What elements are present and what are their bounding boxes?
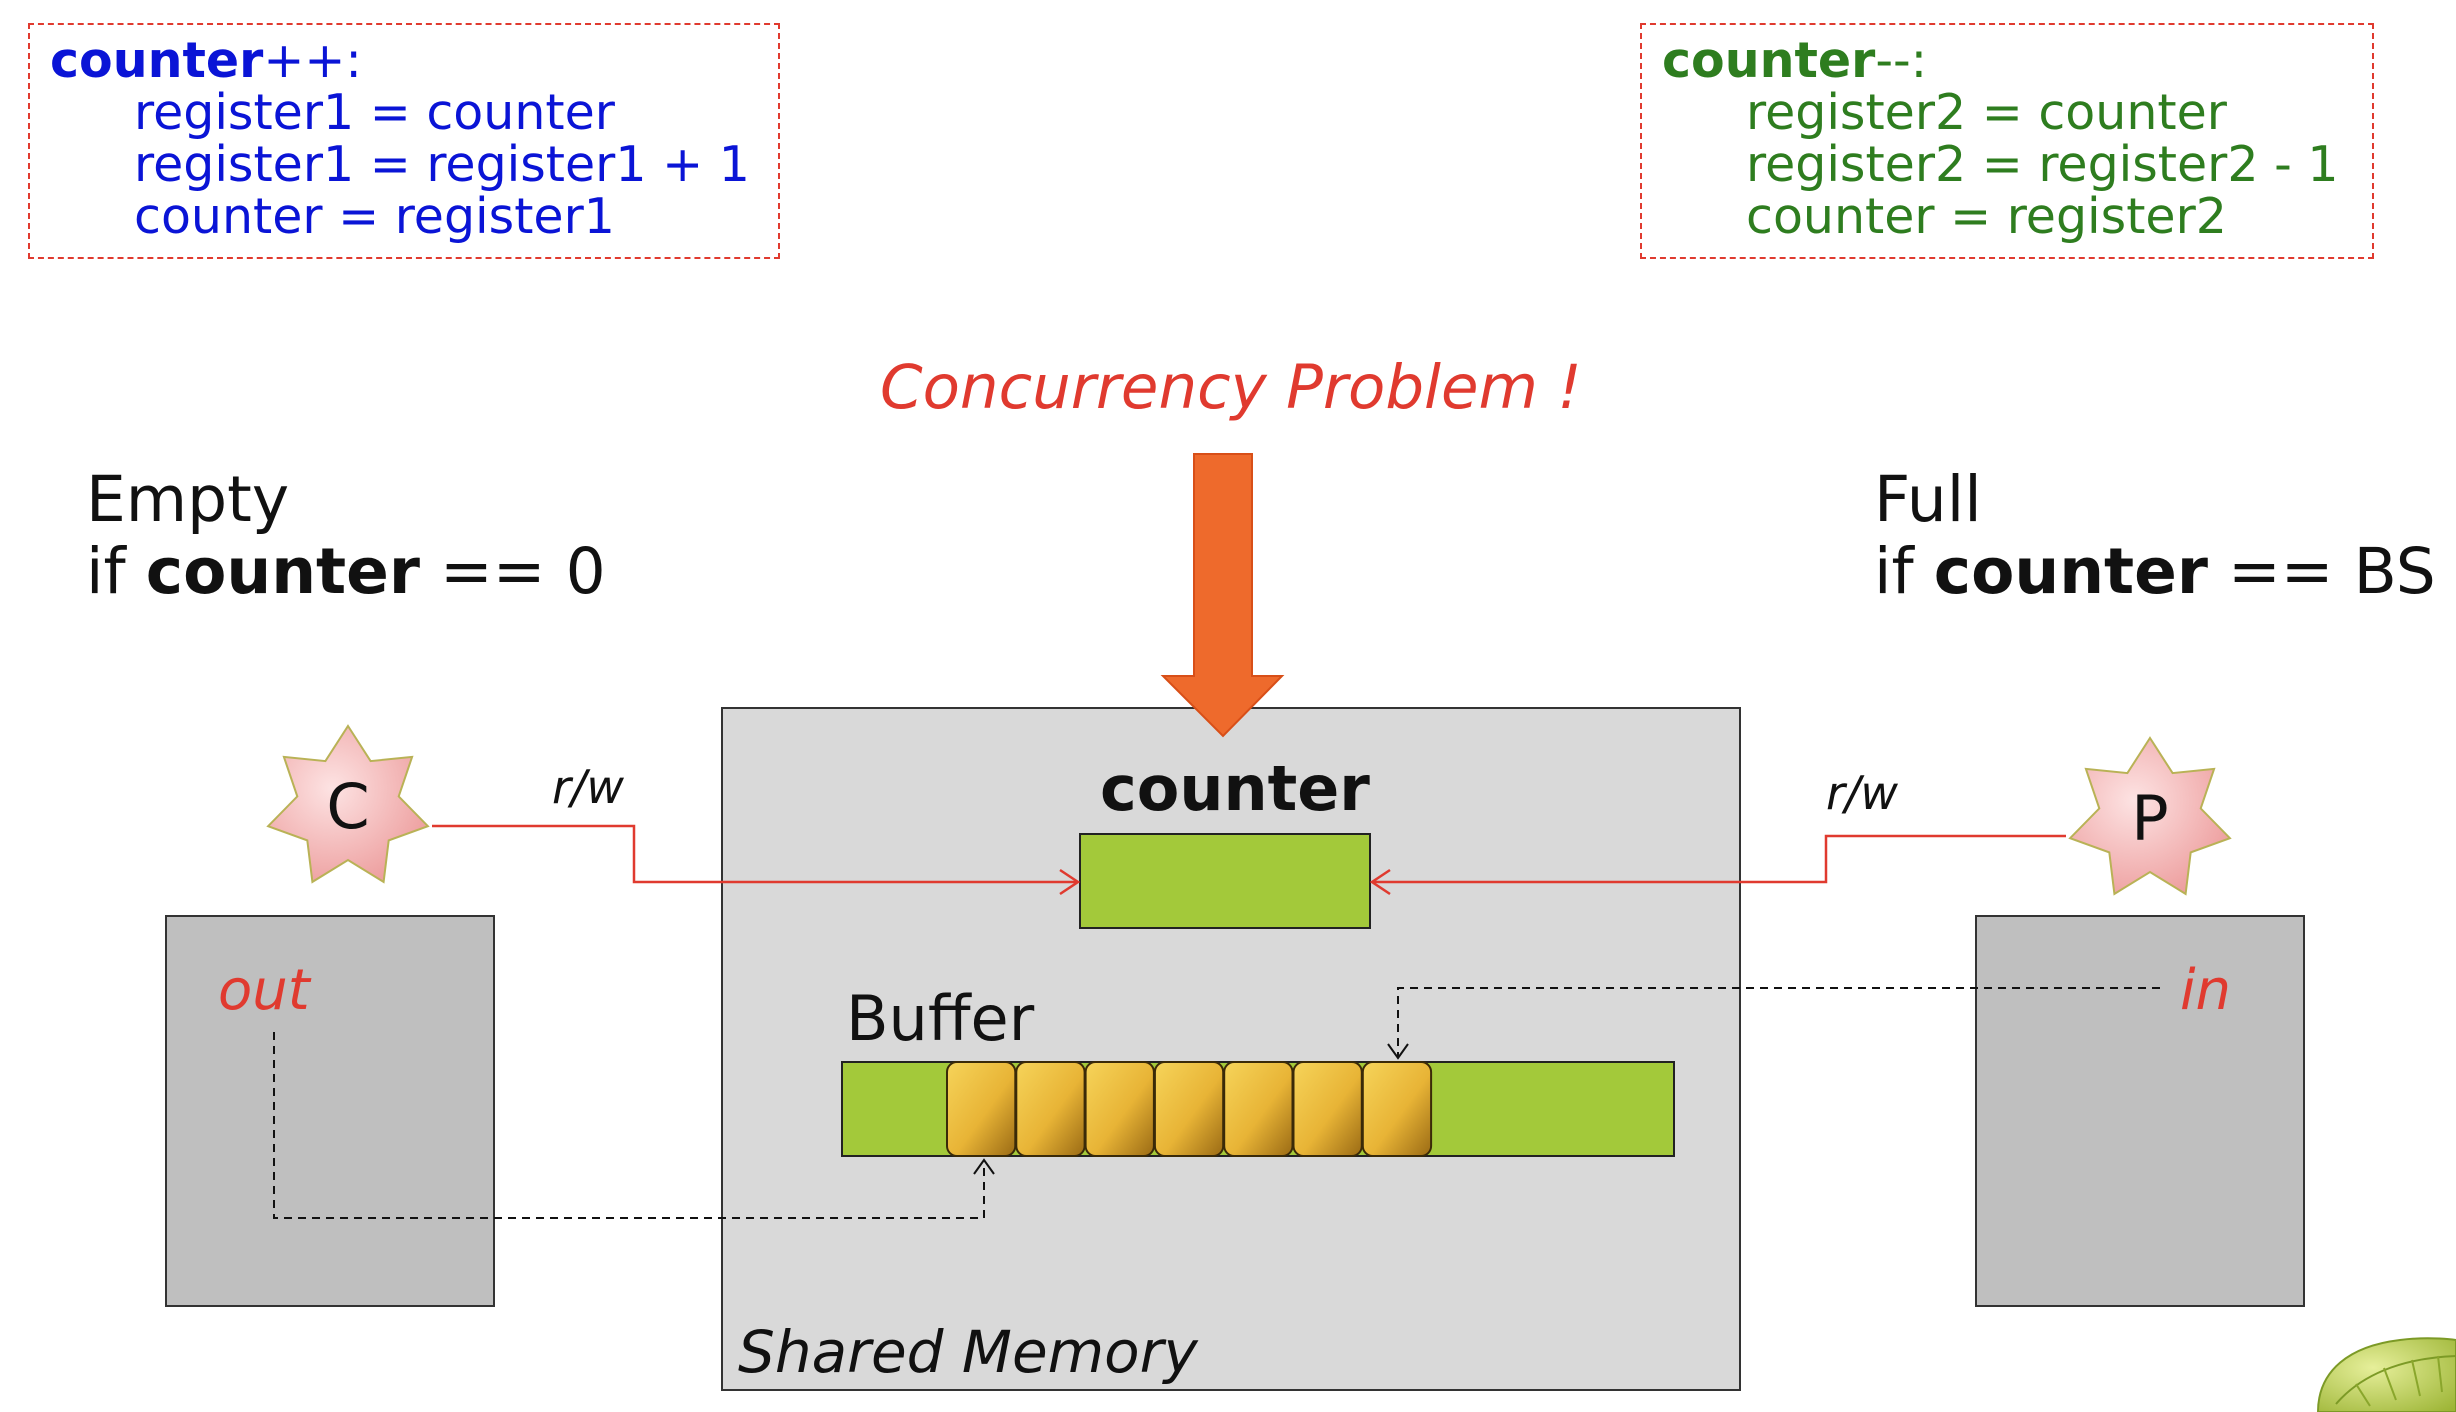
consumer-rw-connector [432,824,1078,884]
empty-expression: if counter == 0 [86,536,606,608]
out-pointer-label: out [218,958,310,1023]
consumer-rw-label: r/w [552,760,625,814]
buffer-slot [946,1061,1017,1157]
consumer-rw-arrowhead [1059,868,1081,896]
increment-code-var: counter [50,32,264,89]
empty-heading: Empty [86,463,290,536]
concurrency-problem-title: Concurrency Problem ! [880,352,1582,423]
full-prefix: if [1874,535,1934,608]
full-var: counter [1933,535,2208,608]
empty-condition: Empty if counter == 0 [86,464,606,608]
increment-code-box: counter++: register1 = counter register1… [28,23,780,259]
full-heading: Full [1874,463,1982,536]
leaf-icon [2316,1337,2456,1412]
empty-var: counter [145,535,420,608]
buffer-slot [1361,1061,1433,1157]
producer-rw-arrowhead [1369,868,1391,896]
in-pointer-label: in [2180,958,2232,1023]
buffer-slot [1153,1061,1225,1157]
empty-expr: == 0 [419,535,606,608]
concurrency-arrow [1160,453,1285,738]
producer-label: P [2131,782,2169,855]
empty-prefix: if [86,535,146,608]
buffer-label: Buffer [846,982,1035,1055]
producer-rw-connector [1372,834,2066,884]
buffer-slots [946,1061,1433,1157]
counter-label: counter [1100,752,1370,825]
full-condition: Full if counter == BS [1874,464,2436,608]
shared-memory-label: Shared Memory [738,1318,1198,1386]
consumer-star-icon [266,724,430,884]
consumer-process-box [165,915,495,1307]
buffer-slot [1292,1061,1363,1157]
producer-process-box [1975,915,2305,1307]
decrement-code-op: --: [1875,32,1928,89]
increment-code-title: counter++: [50,35,778,87]
in-pointer-arrowhead [1387,1043,1409,1060]
full-expression: if counter == BS [1874,536,2436,608]
in-pointer-line [1397,987,2160,1058]
buffer-slot [1015,1061,1086,1157]
decrement-code-line: register2 = register2 - 1 [1746,136,2339,193]
increment-code-line: counter = register1 [134,188,615,245]
producer-star-icon [2068,736,2232,896]
increment-code-line: register1 = counter [134,84,615,141]
decrement-code-line: counter = register2 [1746,188,2227,245]
producer-rw-label: r/w [1826,766,1899,820]
decrement-code-line: register2 = counter [1746,84,2227,141]
decrement-code-title: counter--: [1662,35,2372,87]
consumer-label: C [326,770,370,843]
decrement-code-var: counter [1662,32,1876,89]
buffer-slot [1223,1061,1294,1157]
counter-box [1079,833,1371,929]
full-expr: == BS [2207,535,2436,608]
increment-code-line: register1 = register1 + 1 [134,136,750,193]
buffer-slot [1084,1061,1155,1157]
decrement-code-box: counter--: register2 = counter register2… [1640,23,2374,259]
increment-code-op: ++: [263,32,362,89]
out-pointer-arrowhead [973,1158,995,1175]
out-pointer-line [273,1032,985,1219]
shared-memory-box [721,707,1741,1391]
